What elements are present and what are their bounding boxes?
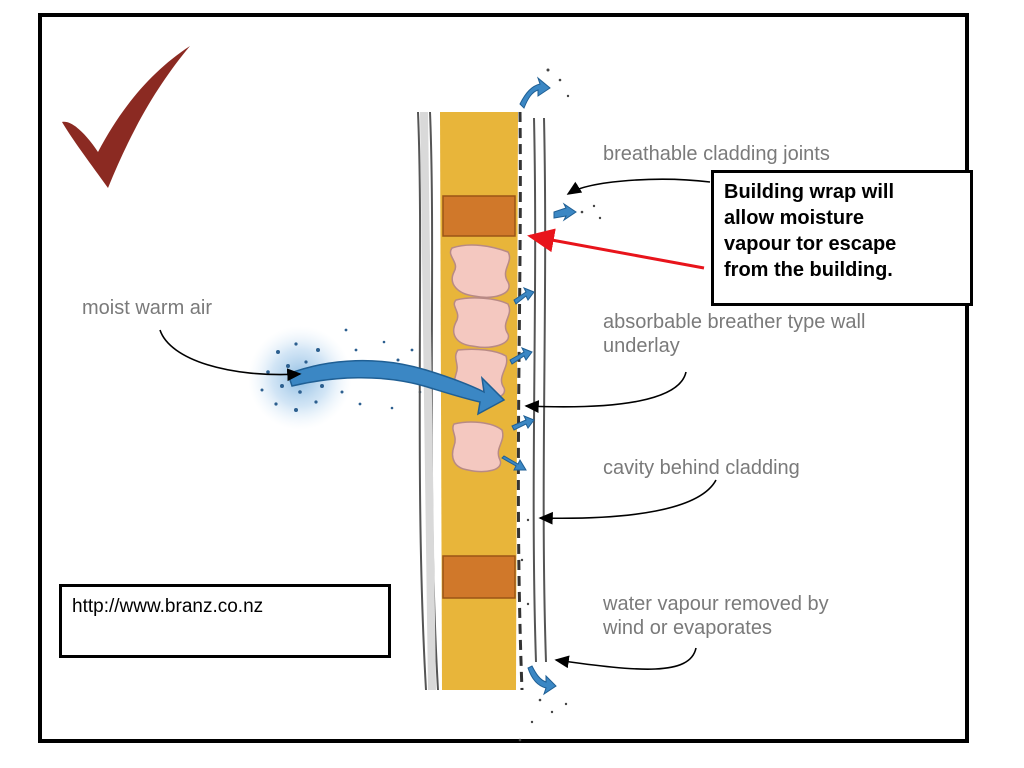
- timber-nog-bottom: [442, 555, 516, 599]
- label-moist-warm-air: moist warm air: [82, 297, 213, 319]
- callout-arrow: [527, 228, 705, 270]
- building-wrap-callout: Building wrap will allow moisture vapour…: [711, 170, 973, 306]
- label-water-vapour: water vapour removed by wind or evaporat…: [603, 593, 829, 639]
- source-url: http://www.branz.co.nz: [59, 584, 391, 658]
- exterior-cladding: [532, 117, 547, 663]
- label-breathable-cladding-joints: breathable cladding joints: [603, 143, 830, 165]
- vapour-arrows: [501, 76, 577, 696]
- airflow-arrow: [287, 359, 506, 416]
- checkmark-icon: [62, 46, 190, 188]
- building-wrap: [516, 111, 524, 691]
- timber-nog-top: [442, 195, 516, 237]
- moisture-speckles: [518, 68, 602, 742]
- interior-lining: [417, 111, 439, 691]
- label-absorbable-underlay: absorbable breather type wall underlay: [603, 311, 866, 357]
- insulation-batts: [449, 244, 511, 473]
- leader-lines: [159, 178, 717, 670]
- label-cavity-behind-cladding: cavity behind cladding: [603, 457, 800, 479]
